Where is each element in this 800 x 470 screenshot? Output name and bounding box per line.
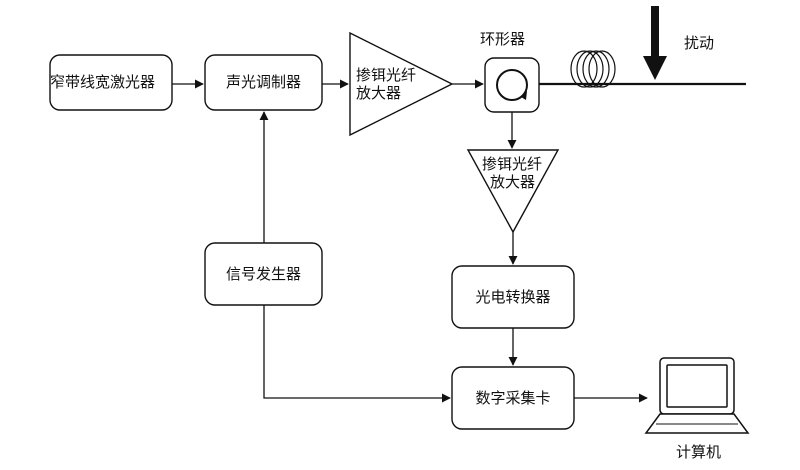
circulator-box — [484, 57, 540, 113]
laptop-icon — [644, 357, 750, 434]
disturbance-label: 扰动 — [684, 34, 715, 52]
signal-generator-label: 信号发生器 — [225, 265, 301, 283]
laser-label: 窄带线宽激光器 — [50, 73, 156, 91]
disturbance-arrow-icon — [643, 6, 667, 80]
daq-label: 数字采集卡 — [475, 389, 551, 407]
edfa-1-triangle — [349, 31, 454, 137]
computer-label: 计算机 — [676, 443, 722, 461]
edfa-2-triangle — [466, 149, 560, 234]
circulator-arrow-icon — [521, 91, 527, 100]
fiber-coil-icon — [570, 50, 616, 88]
photodetector-label: 光电转换器 — [475, 288, 551, 306]
circulator-label: 环形器 — [480, 30, 526, 48]
edfa-1-label-line2: 放大器 — [356, 84, 402, 102]
edfa-2-label-line2: 放大器 — [490, 173, 536, 191]
laser-box — [49, 54, 173, 111]
aom-box — [204, 54, 323, 111]
circulator-ring — [496, 69, 528, 101]
edfa-1-label-line1: 掺铒光纤 — [356, 66, 417, 84]
edfa-2-label-line1: 掺铒光纤 — [482, 155, 543, 173]
aom-label: 声光调制器 — [225, 73, 301, 91]
signalgen-to-daq-arrow — [263, 305, 451, 403]
